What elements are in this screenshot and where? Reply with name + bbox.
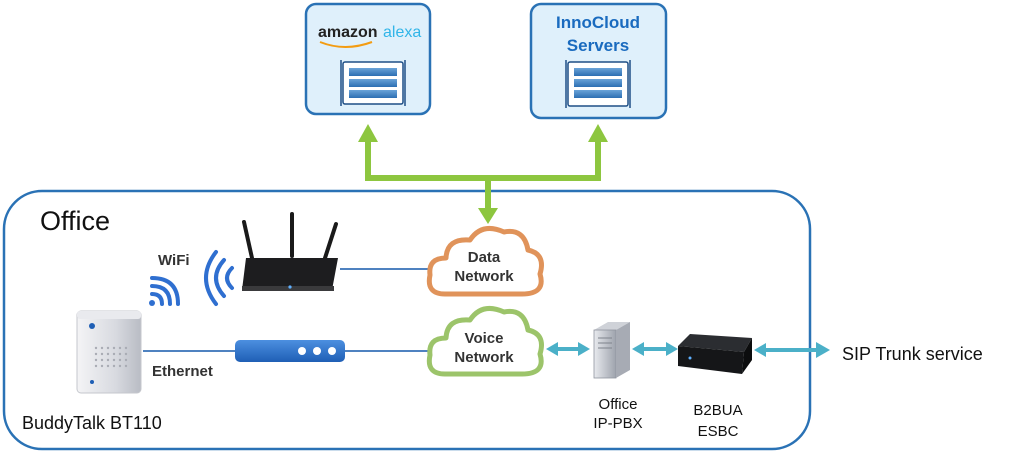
innocloud-subtitle: Servers bbox=[567, 36, 629, 55]
data-network-line1: Data bbox=[468, 249, 501, 266]
ip-pbx-server-icon bbox=[593, 322, 630, 379]
server-rack-icon bbox=[340, 60, 406, 106]
esbc-label-line2: ESBC bbox=[698, 423, 739, 440]
wifi-router-icon bbox=[242, 212, 338, 291]
esbc-label-line1: B2BUA bbox=[693, 402, 742, 419]
buddytalk-device-icon bbox=[76, 310, 142, 394]
ethernet-adapter-icon bbox=[235, 340, 345, 362]
esbc-sip-arrow bbox=[754, 342, 830, 358]
wifi-label: WiFi bbox=[158, 252, 190, 269]
amazon-brand: amazon bbox=[318, 24, 378, 41]
voice-network-line2: Network bbox=[454, 349, 514, 366]
server-rack-icon bbox=[565, 60, 631, 108]
voice-pbx-arrow bbox=[546, 342, 590, 356]
arrowheads-green bbox=[358, 124, 608, 224]
buddytalk-label: BuddyTalk BT110 bbox=[22, 413, 162, 433]
pbx-esbc-arrow bbox=[632, 342, 678, 356]
wifi-signal-icon bbox=[204, 250, 234, 306]
alexa-brand: alexa bbox=[383, 24, 421, 41]
sip-trunk-label: SIP Trunk service bbox=[842, 344, 983, 364]
data-network-cloud: Data Network bbox=[426, 225, 544, 297]
cloud-uplink-arrows bbox=[365, 140, 601, 210]
innocloud-title: InnoCloud bbox=[556, 13, 640, 32]
data-network-line2: Network bbox=[454, 268, 514, 285]
wifi-signal-device-icon bbox=[149, 276, 180, 306]
voice-network-line1: Voice bbox=[465, 330, 504, 347]
office-boundary bbox=[2, 189, 812, 451]
innocloud-server-box: InnoCloud Servers bbox=[529, 2, 668, 120]
amazon-smile-icon bbox=[319, 41, 373, 48]
ethernet-label: Ethernet bbox=[152, 363, 213, 380]
pbx-label-line2: IP-PBX bbox=[593, 415, 642, 432]
pbx-label-line1: Office bbox=[599, 396, 638, 413]
esbc-device-icon bbox=[678, 334, 752, 374]
office-title: Office bbox=[40, 206, 110, 236]
alexa-server-box: amazon alexa bbox=[304, 2, 432, 116]
voice-network-cloud: Voice Network bbox=[426, 305, 544, 377]
